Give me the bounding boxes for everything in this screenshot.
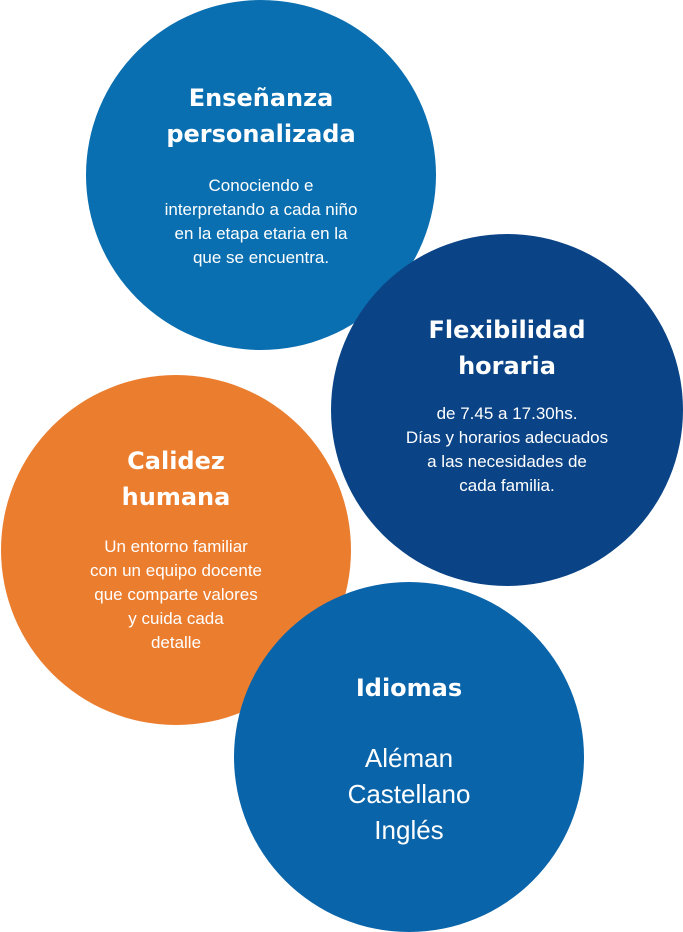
circle-title: Calidez humana bbox=[121, 447, 231, 511]
circle-flexibilidad-horaria: Flexibilidad horaria de 7.45 a 17.30hs. … bbox=[331, 234, 683, 586]
circle-calidez-humana: Calidez humana Un entorno familiar con u… bbox=[1, 375, 351, 725]
circle-description: Aléman Castellano Inglés bbox=[347, 743, 471, 845]
circle-title: Enseñanza personalizada bbox=[166, 84, 356, 148]
circle-description: Conociendo e interpretando a cada niño e… bbox=[164, 176, 358, 267]
circle-description: de 7.45 a 17.30hs. Días y horarios adecu… bbox=[405, 404, 609, 495]
circle-idiomas: Idiomas Aléman Castellano Inglés bbox=[234, 582, 584, 932]
circle-title: Flexibilidad horaria bbox=[428, 316, 586, 380]
circle-ensenanza-personalizada: Enseñanza personalizada Conociendo e int… bbox=[86, 0, 436, 350]
circle-title: Idiomas bbox=[355, 674, 463, 702]
circle-description: Un entorno familiar con un equipo docent… bbox=[89, 537, 263, 652]
